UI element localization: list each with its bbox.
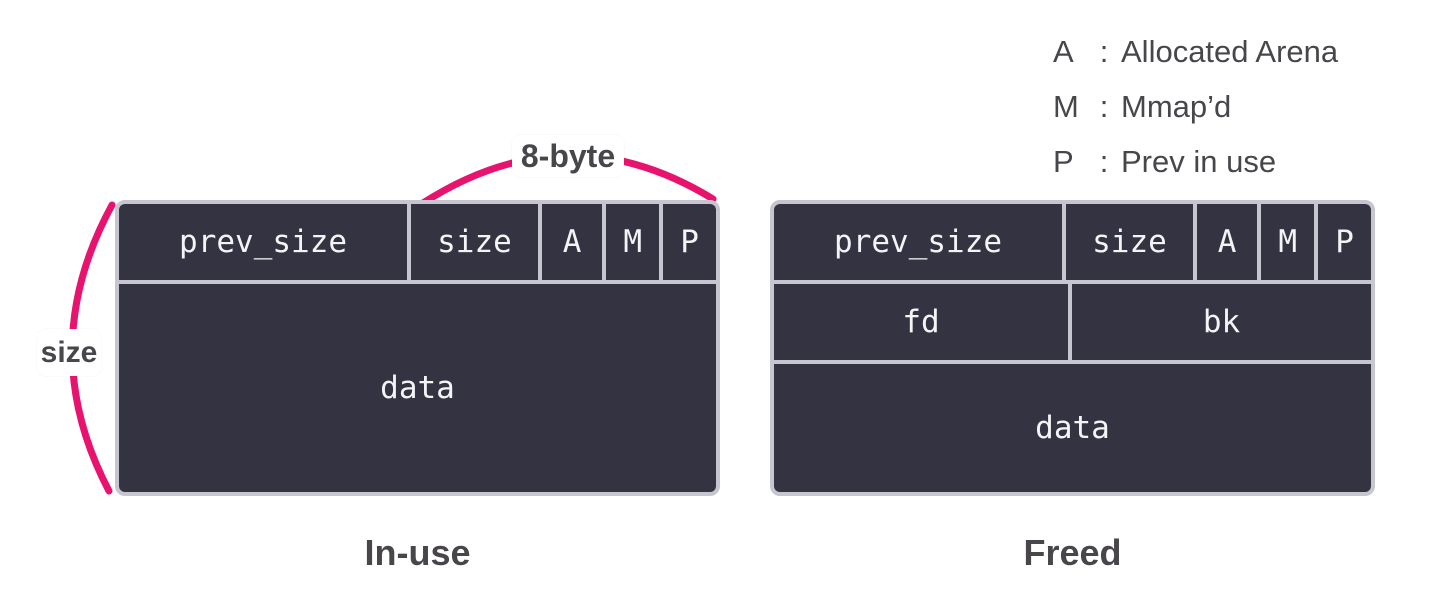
flag-p-cell: P (663, 204, 716, 280)
in-use-chunk: prev_size size A M P data (115, 200, 720, 496)
flags-legend: A: Allocated Arena M: Mmap’d P: Prev in use (1053, 24, 1338, 189)
legend-item-m: M: Mmap’d (1053, 79, 1338, 134)
flag-m-cell: M (606, 204, 660, 280)
legend-key-p: P (1053, 143, 1074, 179)
legend-desc-a: Allocated Arena (1121, 33, 1339, 69)
freed-header-row: prev_size size A M P (774, 204, 1371, 280)
flag-p-cell: P (1318, 204, 1371, 280)
legend-key-m: M (1053, 88, 1079, 124)
legend-colon: : (1099, 88, 1109, 124)
cell-size: size (411, 204, 538, 280)
cell-bk: bk (1072, 284, 1371, 360)
legend-desc-p: Prev in use (1121, 143, 1277, 179)
freed-chunk: prev_size size A M P fd bk data (770, 200, 1375, 496)
cell-prev-size: prev_size (774, 204, 1063, 280)
legend-key-a: A (1053, 33, 1074, 69)
cell-data: data (774, 364, 1371, 492)
in-use-body-row: data (119, 284, 716, 492)
freed-caption: Freed (1023, 532, 1122, 573)
flag-m-cell: M (1261, 204, 1315, 280)
in-use-caption: In-use (364, 532, 471, 573)
legend-item-p: P: Prev in use (1053, 134, 1338, 189)
in-use-header-row: prev_size size A M P (119, 204, 716, 280)
cell-prev-size: prev_size (119, 204, 408, 280)
freed-pointers-row: fd bk (774, 284, 1371, 360)
freed-body-row: data (774, 364, 1371, 492)
size-brace-label: size (37, 329, 101, 376)
legend-item-a: A: Allocated Arena (1053, 24, 1338, 79)
cell-size: size (1066, 204, 1193, 280)
flag-a-cell: A (1196, 204, 1258, 280)
legend-colon: : (1099, 143, 1109, 179)
legend-colon: : (1099, 33, 1109, 69)
legend-desc-m: Mmap’d (1121, 88, 1232, 124)
cell-data: data (119, 284, 716, 492)
flag-a-cell: A (541, 204, 603, 280)
cell-fd: fd (774, 284, 1069, 360)
eight-byte-label: 8-byte (512, 135, 624, 177)
